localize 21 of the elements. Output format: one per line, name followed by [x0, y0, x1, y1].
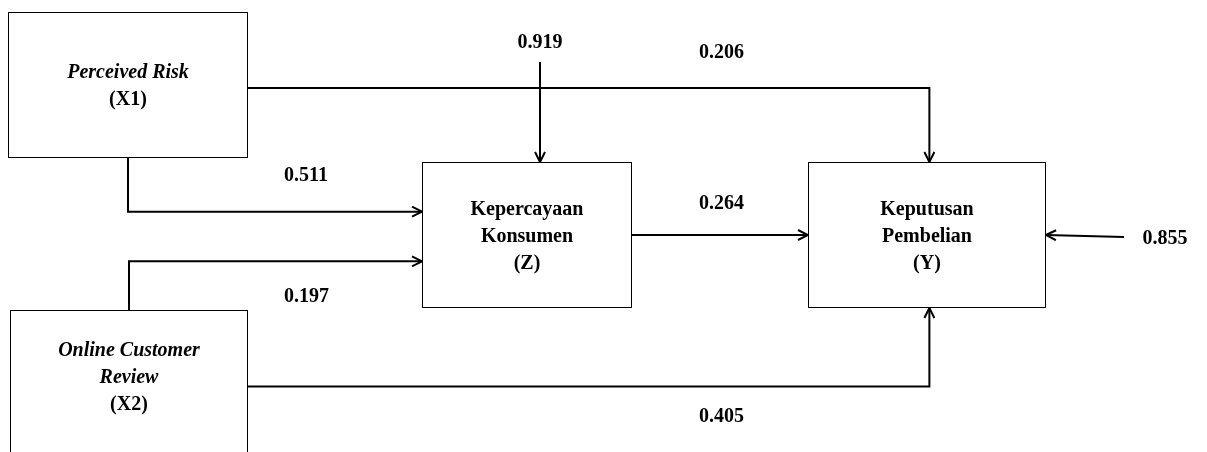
variable-name: Kepercayaan Konsumen	[469, 195, 585, 248]
variable-name: Online Customer Review	[57, 337, 201, 389]
variable-box	[10, 310, 248, 452]
error-term-value: 0.855	[1124, 222, 1206, 252]
variable-box	[808, 162, 1046, 308]
arrow	[631, 229, 809, 241]
variable-box	[422, 162, 632, 308]
arrow	[247, 307, 936, 388]
arrow	[127, 157, 423, 218]
arrow	[1045, 229, 1125, 242]
variable-code: (Y)	[912, 249, 942, 276]
variable-box	[8, 12, 248, 158]
arrow	[247, 86, 936, 163]
arrow	[534, 61, 546, 163]
error-term-value: 0.919	[490, 20, 590, 62]
variable-code: (X2)	[109, 391, 149, 417]
variable-code: (Z)	[512, 249, 542, 276]
arrow	[128, 255, 423, 311]
variable-name: Keputusan Pembelian	[879, 195, 975, 248]
variable-code: (X1)	[108, 86, 148, 112]
variable-name: Perceived Risk	[66, 59, 190, 84]
